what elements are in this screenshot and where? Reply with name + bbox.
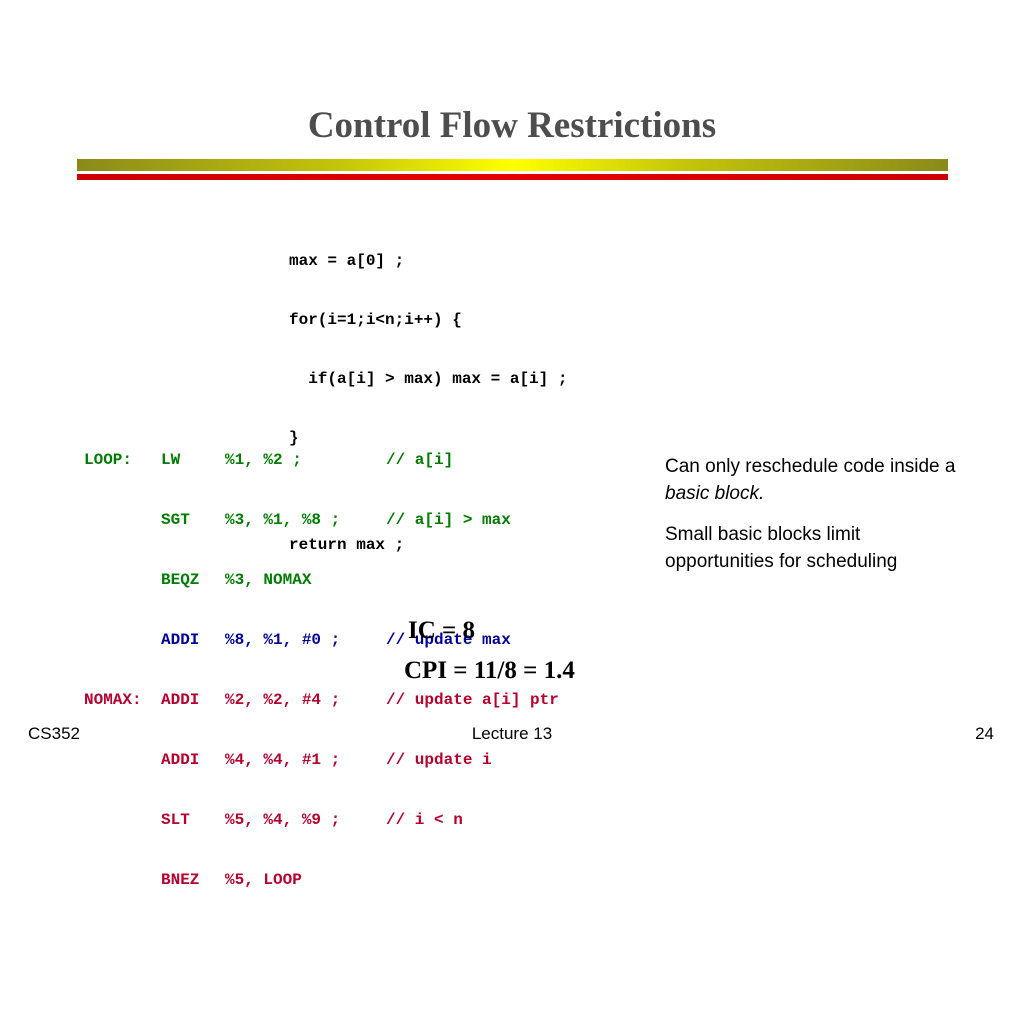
asm-row: ADDI %4, %4, #1 ; // update i — [84, 748, 492, 772]
asm-comment: // update a[i] ptr — [386, 691, 559, 709]
assembly-listing: LOOP: LW %1, %2 ; // a[i] SGT %3, %1, %8… — [84, 412, 559, 910]
basic-block-note: Can only reschedule code inside a basic … — [665, 453, 955, 507]
asm-args: %3, NOMAX — [225, 571, 312, 589]
footer-lecture: Lecture 13 — [471, 724, 553, 743]
footer-course: CS352 — [28, 724, 80, 743]
slide-title: Control Flow Restrictions — [307, 105, 717, 146]
note-text: Can only reschedule code inside a — [665, 456, 956, 477]
asm-row: BNEZ %5, LOOP — [84, 868, 302, 892]
asm-row: ADDI %8, %1, #0 ; // update max — [84, 628, 511, 652]
asm-args: %1, %2 ; — [225, 451, 302, 469]
asm-opcode: BEQZ — [161, 571, 200, 589]
asm-args: %2, %2, #4 ; — [225, 691, 341, 709]
asm-row: SGT %3, %1, %8 ; // a[i] > max — [84, 508, 511, 532]
source-line: max = a[0] ; — [289, 252, 405, 270]
asm-opcode: BNEZ — [161, 871, 200, 889]
asm-args: %5, %4, %9 ; — [225, 811, 341, 829]
source-return-line: return max ; — [289, 536, 405, 554]
asm-comment: // a[i] — [386, 451, 454, 469]
source-line: if(a[i] > max) max = a[i] ; — [289, 370, 568, 388]
asm-args: %4, %4, #1 ; — [225, 751, 341, 769]
asm-comment: // update max — [386, 631, 511, 649]
asm-opcode: LW — [161, 451, 181, 469]
asm-row: NOMAX: ADDI %2, %2, #4 ; // update a[i] … — [84, 688, 559, 712]
title-underline-olive — [77, 159, 948, 171]
asm-args: %5, LOOP — [225, 871, 302, 889]
asm-comment: // i < n — [386, 811, 463, 829]
asm-comment: // update i — [386, 751, 492, 769]
footer-page-number: 24 — [975, 724, 994, 743]
title-underline-red — [77, 174, 948, 180]
note-text: Small basic blocks limit opportunities f… — [665, 524, 898, 572]
source-line: } — [289, 429, 299, 447]
instruction-count: IC = 8 — [408, 617, 476, 644]
source-gap — [289, 486, 567, 498]
asm-opcode: ADDI — [161, 751, 200, 769]
source-line: for(i=1;i<n;i++) { — [289, 311, 462, 329]
asm-row: BEQZ %3, NOMAX — [84, 568, 311, 592]
scheduling-note: Small basic blocks limit opportunities f… — [665, 521, 955, 575]
asm-row: LOOP: LW %1, %2 ; // a[i] — [84, 448, 453, 472]
note-emphasis: basic block. — [665, 483, 765, 504]
asm-opcode: ADDI — [161, 631, 200, 649]
source-code-block: max = a[0] ; for(i=1;i<n;i++) { if(a[i] … — [289, 214, 567, 575]
asm-label: LOOP: — [84, 451, 133, 469]
asm-args: %3, %1, %8 ; — [225, 511, 341, 529]
asm-row: SLT %5, %4, %9 ; // i < n — [84, 808, 463, 832]
asm-label: NOMAX: — [84, 691, 142, 709]
cpi-value: CPI = 11/8 = 1.4 — [404, 657, 575, 684]
asm-opcode: SGT — [161, 511, 190, 529]
asm-comment: // a[i] > max — [386, 511, 511, 529]
asm-args: %8, %1, #0 ; — [225, 631, 341, 649]
asm-opcode: ADDI — [161, 691, 200, 709]
asm-opcode: SLT — [161, 811, 190, 829]
